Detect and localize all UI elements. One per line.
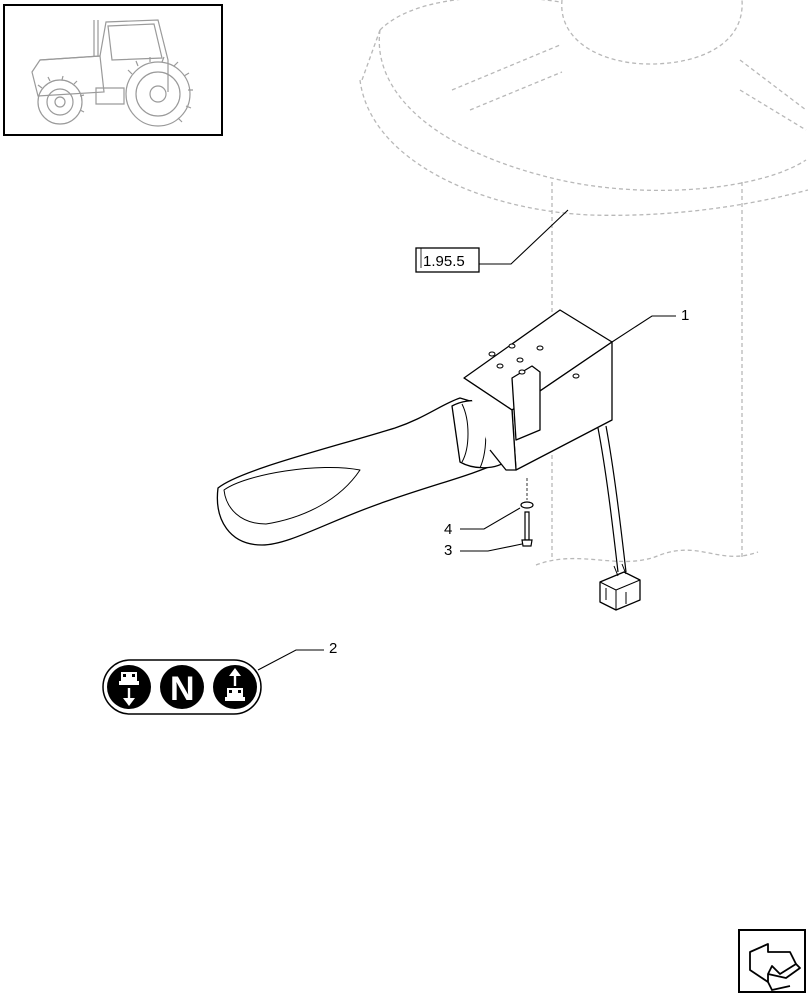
callout-3-label: 3 <box>444 542 452 559</box>
forward-symbol-icon <box>213 665 257 709</box>
direction-decal: N <box>102 659 262 715</box>
neutral-glyph: N <box>170 670 195 708</box>
callout-3-leader <box>460 543 523 552</box>
neutral-symbol-icon: N <box>160 665 204 709</box>
reverse-symbol-icon <box>107 665 151 709</box>
callout-1-label: 1 <box>681 307 689 324</box>
washer <box>520 478 534 509</box>
callout-2-label: 2 <box>329 640 337 657</box>
reference-leader <box>479 209 569 265</box>
shuttle-lever-switch <box>216 309 641 611</box>
callout-1-leader <box>611 315 676 343</box>
tractor-thumbnail-icon[interactable] <box>3 4 223 136</box>
callout-4-label: 4 <box>444 521 452 538</box>
callout-4-leader <box>460 507 521 530</box>
callout-2-leader <box>257 649 324 671</box>
reference-label: 1.95.5 <box>423 253 465 270</box>
next-page-arrow-icon[interactable] <box>738 929 806 993</box>
reference-box[interactable]: 1.95.5 <box>415 247 480 273</box>
screw <box>521 511 533 547</box>
